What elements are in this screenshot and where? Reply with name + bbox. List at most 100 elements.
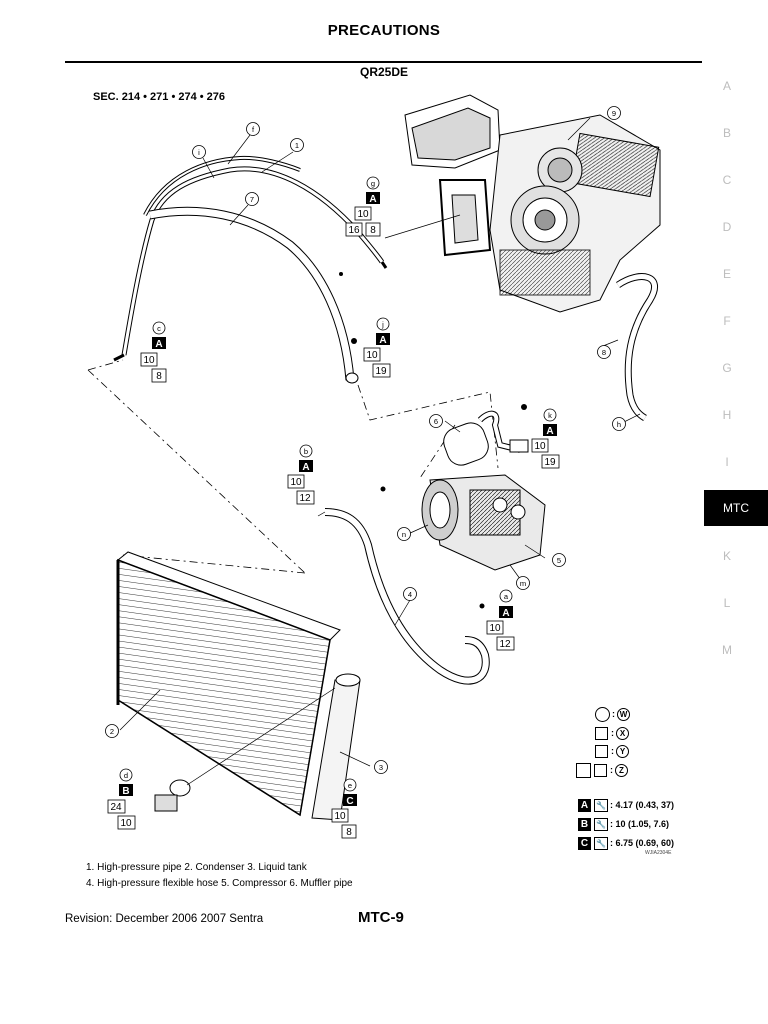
part-number-labels: 1 f i 7 9 8 h 6 n 5 m 4 2 3	[105, 106, 626, 774]
label-4: 4	[408, 590, 412, 599]
index-tab-i[interactable]: I	[725, 455, 729, 469]
callout-b-letter: b	[304, 447, 308, 456]
label-circle-2	[105, 724, 119, 738]
callout-g: g A 10 16 8	[345, 176, 381, 237]
callout-k-box: A	[546, 426, 553, 437]
section-reference: SEC. 214 • 271 • 274 • 276	[93, 91, 226, 103]
engine-label: QR25DE	[359, 65, 409, 79]
header-rule	[65, 61, 702, 63]
index-tab-b[interactable]: B	[722, 126, 731, 140]
callout-c-box: A	[155, 339, 162, 350]
callout-g-v2b: 8	[370, 225, 376, 236]
label-i: i	[198, 148, 200, 157]
index-tab-mtc[interactable]: MTC	[704, 490, 768, 526]
index-tab-f[interactable]: F	[723, 314, 731, 328]
label-n: n	[402, 530, 406, 539]
callout-g-box: A	[369, 194, 376, 205]
legend-a-text: : 4.17 (0.43, 37)	[610, 800, 675, 810]
callout-a-box: A	[502, 608, 509, 619]
torque-wrench-icon: 🔧	[594, 798, 608, 812]
legend-square-icon	[595, 744, 608, 758]
caption-line-1: 1. High-pressure pipe 2. Condenser 3. Li…	[86, 862, 307, 873]
legend-row-x: : X	[595, 725, 629, 741]
label-circle-h	[612, 417, 626, 431]
legend-z-icon: Z	[615, 763, 628, 777]
high-pressure-flexible-hose	[324, 508, 490, 685]
legend-b-text: : 10 (1.05, 7.6)	[610, 819, 670, 829]
callout-b-v1: 10	[290, 477, 302, 488]
label-circle-1	[290, 138, 304, 152]
label-6: 6	[434, 417, 438, 426]
page-title: PRECAUTIONS	[327, 22, 441, 39]
legend-b-box: B	[578, 817, 591, 831]
legend-square-icon	[576, 762, 591, 778]
index-tab-d[interactable]: D	[722, 220, 732, 234]
label-3: 3	[379, 763, 383, 772]
legend-a-box: A	[578, 798, 591, 812]
callout-a-v2: 12	[499, 639, 511, 650]
label-f: f	[252, 125, 255, 134]
callout-d-box: B	[122, 786, 129, 797]
callout-j-v1: 10	[366, 350, 378, 361]
dash-lines	[87, 359, 499, 574]
flexible-hose-7	[149, 206, 359, 384]
legend-circle-icon	[595, 706, 610, 722]
index-tab-c[interactable]: C	[722, 173, 732, 187]
callout-k-letter: k	[548, 411, 552, 420]
index-tab-k[interactable]: K	[722, 549, 731, 563]
callout-g-v1: 10	[357, 209, 369, 220]
callout-g-v2a: 16	[348, 225, 360, 236]
label-2: 2	[110, 727, 114, 736]
legend-separator: :	[612, 709, 615, 719]
legend-row-c: C 🔧 : 6.75 (0.69, 60)	[578, 835, 674, 851]
page-number: MTC-9	[358, 909, 404, 926]
index-tab-m[interactable]: M	[722, 643, 732, 657]
callout-e-v2: 8	[346, 827, 352, 838]
index-tab-g[interactable]: G	[722, 361, 732, 375]
callout-a: a A 10 12	[486, 589, 515, 651]
index-tab-e[interactable]: E	[722, 267, 731, 281]
legend-row-w: : W	[595, 706, 630, 722]
callout-j-letter: j	[381, 320, 384, 329]
label-circle-4	[403, 587, 417, 601]
figure-id: WJIA2304E	[645, 850, 672, 856]
legend-y-icon: Y	[616, 744, 629, 758]
label-9: 9	[612, 109, 616, 118]
label-circle-i	[192, 145, 206, 159]
index-tab-h[interactable]: H	[722, 408, 732, 422]
callout-e-v1: 10	[334, 811, 346, 822]
label-5: 5	[557, 556, 561, 565]
label-circle-f	[246, 122, 260, 136]
label-circle-8	[597, 345, 611, 359]
callout-k: k A 10 19	[531, 408, 560, 469]
label-circle-6	[429, 414, 443, 428]
callout-c-letter: c	[157, 324, 161, 333]
callout-d-v1: 24	[110, 802, 122, 813]
callout-d-v2: 10	[120, 818, 132, 829]
label-h: h	[617, 420, 621, 429]
legend-row-a: A 🔧 : 4.17 (0.43, 37)	[578, 797, 674, 813]
muffler-pipe	[443, 410, 529, 466]
callout-e: e C 10 8	[331, 778, 357, 839]
legend-row-z: : Z	[576, 762, 628, 778]
legend-square-icon	[595, 726, 608, 740]
index-tab-a[interactable]: A	[722, 79, 731, 93]
caption-line-2: 4. High-pressure flexible hose 5. Compre…	[86, 878, 353, 889]
label-circle-3	[374, 760, 388, 774]
callout-j-box: A	[379, 335, 386, 346]
callout-b-v2: 12	[299, 493, 311, 504]
label-circle-n	[397, 527, 411, 541]
callout-j: j A 10 19	[363, 317, 391, 378]
label-m: m	[520, 579, 526, 588]
callout-k-v2: 19	[544, 457, 556, 468]
index-tab-l[interactable]: L	[723, 596, 731, 610]
callout-a-v1: 10	[489, 623, 501, 634]
label-8: 8	[602, 348, 606, 357]
callout-j-v2: 19	[375, 366, 387, 377]
callout-c: c A 10 8	[140, 321, 167, 383]
label-1: 1	[295, 141, 299, 150]
legend-c-text: : 6.75 (0.69, 60)	[610, 838, 675, 848]
label-7: 7	[250, 195, 254, 204]
callout-e-box: C	[346, 796, 353, 807]
